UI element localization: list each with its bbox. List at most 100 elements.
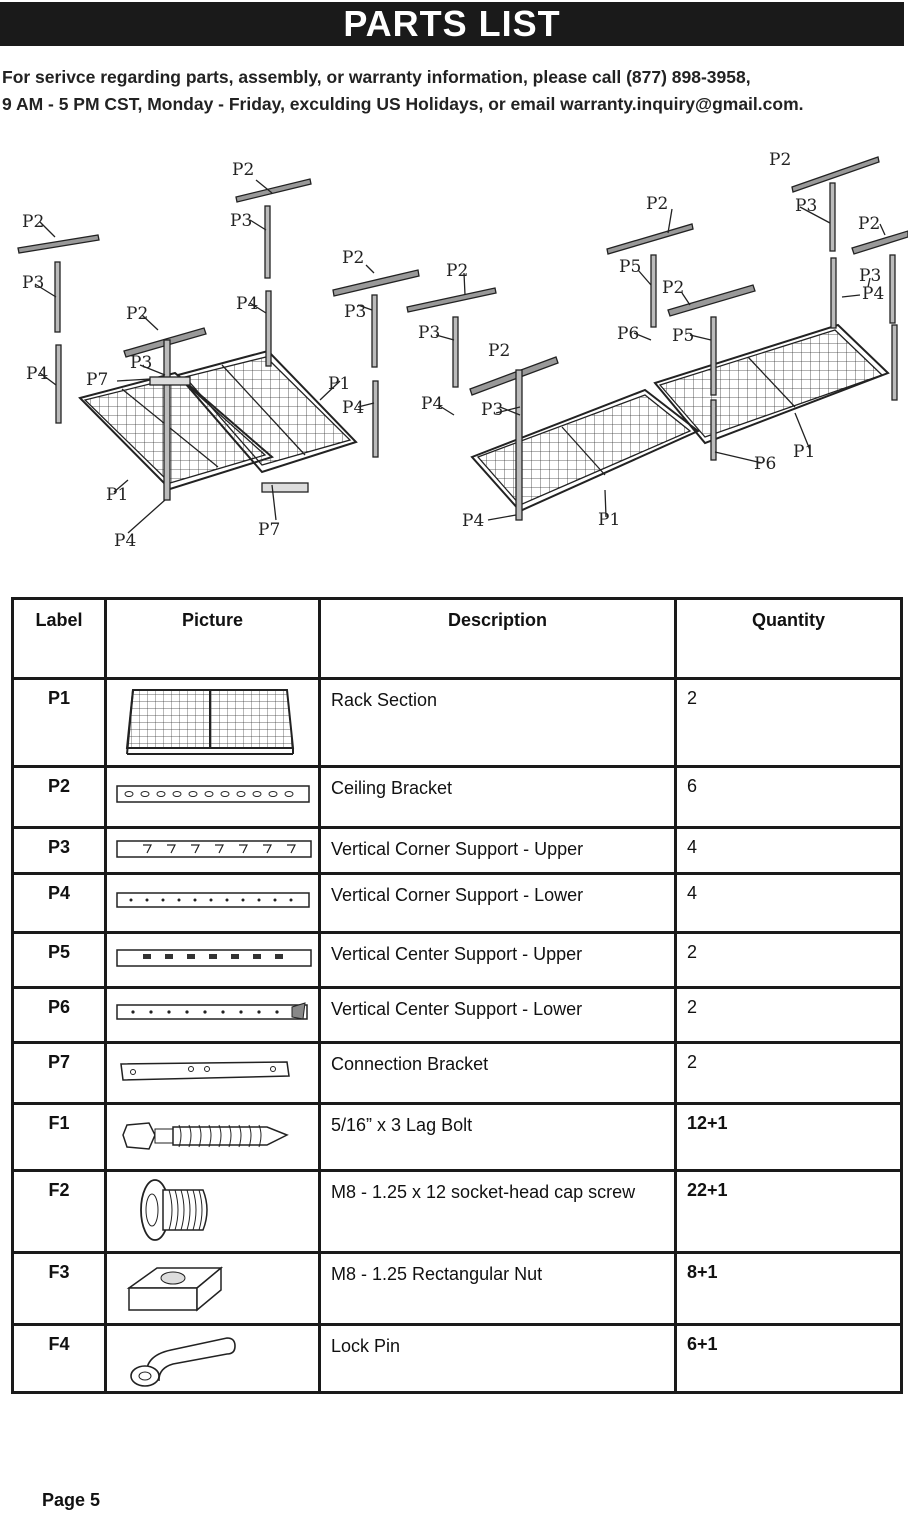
svg-text:P2: P2 bbox=[446, 261, 468, 281]
svg-text:P3: P3 bbox=[795, 196, 817, 216]
part-quantity: 6 bbox=[674, 765, 903, 829]
table-row: F1 5/16” x 3 Lag Bolt 12+1 bbox=[11, 1102, 903, 1172]
part-label: F2 bbox=[11, 1169, 107, 1254]
svg-text:P2: P2 bbox=[662, 278, 684, 298]
part-label: P3 bbox=[11, 826, 107, 875]
svg-text:P1: P1 bbox=[598, 510, 620, 530]
table-row: F2 M8 - 1.25 x 12 socket-head cap screw … bbox=[11, 1169, 903, 1254]
table-row: P7 Connection Bracket 2 bbox=[11, 1041, 903, 1105]
svg-text:P5: P5 bbox=[672, 326, 694, 346]
part-label: P6 bbox=[11, 986, 107, 1044]
part-description: Connection Bracket bbox=[318, 1041, 677, 1105]
svg-text:P3: P3 bbox=[859, 266, 881, 286]
part-quantity: 12+1 bbox=[674, 1102, 903, 1172]
table-row: F4 Lock Pin 6+1 bbox=[11, 1323, 903, 1394]
lag-bolt-icon bbox=[122, 1122, 289, 1150]
page-number: Page 5 bbox=[42, 1490, 101, 1510]
table-row: P4 Vertical Corner Support - Lower 4 bbox=[11, 872, 903, 934]
part-label: P2 bbox=[11, 765, 107, 829]
svg-text:P1: P1 bbox=[793, 442, 815, 462]
svg-text:P3: P3 bbox=[481, 400, 503, 420]
header-quantity: Quantity bbox=[674, 597, 903, 680]
part-quantity: 2 bbox=[674, 931, 903, 989]
parts-table: Label Picture Description Quantity P1 Ra… bbox=[11, 597, 903, 1394]
service-info: For serivce regarding parts, assembly, o… bbox=[2, 64, 902, 118]
svg-text:P4: P4 bbox=[114, 531, 136, 550]
svg-text:P2: P2 bbox=[126, 304, 148, 324]
service-info-line-1: For serivce regarding parts, assembly, o… bbox=[2, 67, 751, 87]
part-quantity: 4 bbox=[674, 826, 903, 875]
table-row: P1 Rack Section 2 bbox=[11, 677, 903, 768]
svg-text:P6: P6 bbox=[754, 454, 776, 474]
svg-text:P7: P7 bbox=[258, 520, 280, 540]
upper-center-support-icon bbox=[116, 949, 312, 967]
lower-corner-support-icon bbox=[116, 892, 310, 908]
part-quantity: 4 bbox=[674, 872, 903, 934]
part-description: Lock Pin bbox=[318, 1323, 677, 1394]
part-description: M8 - 1.25 x 12 socket-head cap screw bbox=[318, 1169, 677, 1254]
svg-text:P2: P2 bbox=[342, 248, 364, 268]
part-label: F4 bbox=[11, 1323, 107, 1394]
svg-text:P4: P4 bbox=[236, 294, 258, 314]
svg-text:P2: P2 bbox=[646, 194, 668, 214]
part-quantity: 22+1 bbox=[674, 1169, 903, 1254]
svg-text:P3: P3 bbox=[130, 353, 152, 373]
svg-text:P2: P2 bbox=[769, 150, 791, 170]
page-title: PARTS LIST bbox=[0, 2, 904, 46]
part-description: Ceiling Bracket bbox=[318, 765, 677, 829]
rack-section-icon bbox=[125, 689, 295, 755]
part-description: Vertical Center Support - Upper bbox=[318, 931, 677, 989]
upper-corner-support-icon bbox=[116, 840, 312, 858]
svg-text:P1: P1 bbox=[328, 374, 350, 394]
cap-screw-icon bbox=[140, 1179, 208, 1241]
part-quantity: 2 bbox=[674, 677, 903, 768]
service-info-line-2: 9 AM - 5 PM CST, Monday - Friday, exculd… bbox=[2, 94, 804, 114]
svg-text:P4: P4 bbox=[26, 364, 48, 384]
part-quantity: 8+1 bbox=[674, 1251, 903, 1326]
svg-text:P4: P4 bbox=[862, 284, 884, 304]
ceiling-bracket-icon bbox=[116, 785, 310, 803]
part-description: Vertical Corner Support - Lower bbox=[318, 872, 677, 934]
table-row: F3 M8 - 1.25 Rectangular Nut 8+1 bbox=[11, 1251, 903, 1326]
assembly-diagram: P2 P3 P4 P2 P3 P7 P1 P4 P2 P3 P4 P7 P1 P… bbox=[17, 150, 908, 550]
part-label: F3 bbox=[11, 1251, 107, 1326]
svg-text:P4: P4 bbox=[462, 511, 484, 531]
svg-text:P3: P3 bbox=[22, 273, 44, 293]
svg-text:P2: P2 bbox=[858, 214, 880, 234]
svg-text:P2: P2 bbox=[488, 341, 510, 361]
part-label: P4 bbox=[11, 872, 107, 934]
part-description: 5/16” x 3 Lag Bolt bbox=[318, 1102, 677, 1172]
part-description: M8 - 1.25 Rectangular Nut bbox=[318, 1251, 677, 1326]
connection-bracket-icon bbox=[120, 1061, 290, 1081]
svg-text:P1: P1 bbox=[106, 485, 128, 505]
rectangular-nut-icon bbox=[126, 1266, 224, 1312]
svg-text:P3: P3 bbox=[344, 302, 366, 322]
part-label: P7 bbox=[11, 1041, 107, 1105]
svg-text:P2: P2 bbox=[232, 160, 254, 180]
svg-text:P7: P7 bbox=[86, 370, 108, 390]
svg-text:P4: P4 bbox=[342, 398, 364, 418]
header-label: Label bbox=[11, 597, 107, 680]
lower-center-support-icon bbox=[116, 1002, 308, 1020]
svg-text:P5: P5 bbox=[619, 257, 641, 277]
part-label: P1 bbox=[11, 677, 107, 768]
part-label: F1 bbox=[11, 1102, 107, 1172]
table-row: P2 Ceiling Bracket 6 bbox=[11, 765, 903, 829]
part-label: P5 bbox=[11, 931, 107, 989]
lock-pin-icon bbox=[130, 1337, 236, 1387]
svg-text:P3: P3 bbox=[230, 211, 252, 231]
svg-text:P4: P4 bbox=[421, 394, 443, 414]
svg-text:P6: P6 bbox=[617, 324, 639, 344]
table-row: P3 Vertical Corner Support - Upper 4 bbox=[11, 826, 903, 875]
part-description: Vertical Corner Support - Upper bbox=[318, 826, 677, 875]
part-quantity: 2 bbox=[674, 986, 903, 1044]
part-quantity: 6+1 bbox=[674, 1323, 903, 1394]
table-header-row: Label Picture Description Quantity bbox=[11, 597, 903, 680]
table-row: P5 Vertical Center Support - Upper 2 bbox=[11, 931, 903, 989]
header-picture: Picture bbox=[104, 597, 321, 680]
svg-text:P2: P2 bbox=[22, 212, 44, 232]
header-description: Description bbox=[318, 597, 677, 680]
table-row: P6 Vertical Center Support - Lower 2 bbox=[11, 986, 903, 1044]
part-description: Vertical Center Support - Lower bbox=[318, 986, 677, 1044]
part-quantity: 2 bbox=[674, 1041, 903, 1105]
